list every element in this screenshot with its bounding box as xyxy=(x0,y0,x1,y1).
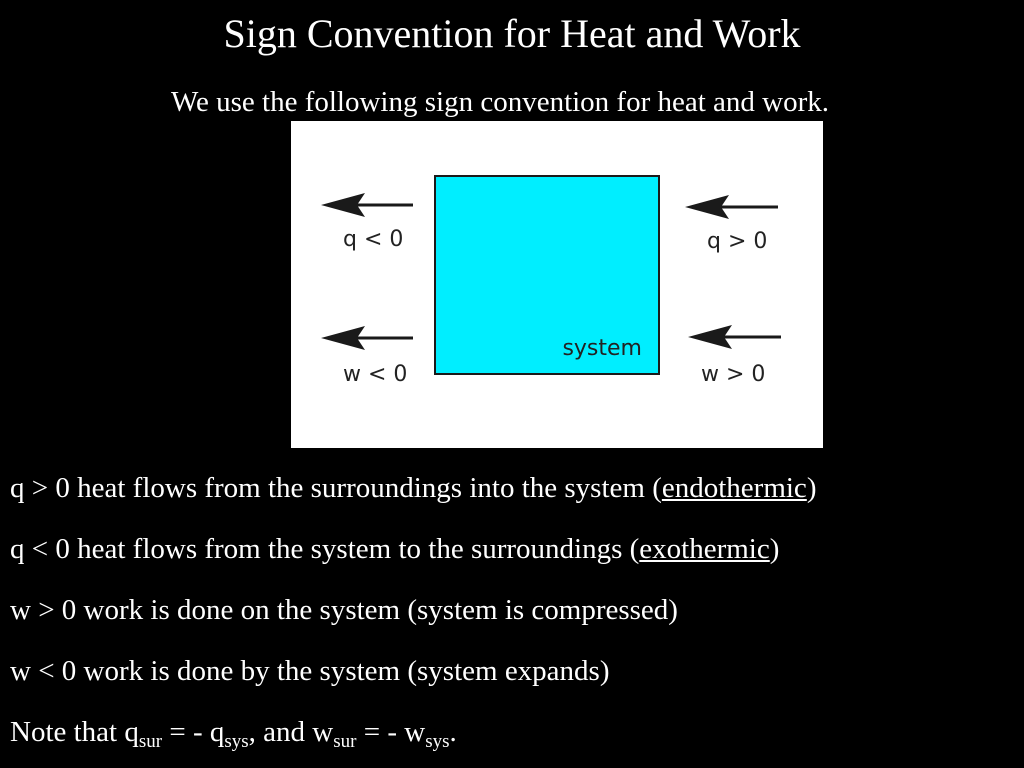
statement-text: q < 0 heat flows from the system to the … xyxy=(10,533,640,565)
sub-sur: sur xyxy=(138,731,163,752)
heat-in-arrow-icon xyxy=(685,195,778,219)
sub-sys: sys xyxy=(425,731,450,752)
statement-work-positive: w > 0 work is done on the system (system… xyxy=(10,594,678,626)
sub-sur: sur xyxy=(333,731,357,752)
work-in-arrow-icon xyxy=(688,325,781,349)
statement-heat-positive: q > 0 heat flows from the surroundings i… xyxy=(10,458,1020,519)
statement-list: q > 0 heat flows from the surroundings i… xyxy=(10,458,1020,763)
statement-tail: ) xyxy=(806,472,817,504)
statement-work-negative: w < 0 work is done by the system (system… xyxy=(10,655,610,687)
statement-tail: ) xyxy=(769,533,780,565)
heat-in-label: q > 0 xyxy=(707,229,768,254)
note-equation: Note that qsur = - qsys, and wsur = - ws… xyxy=(10,702,1020,763)
slide-title: Sign Convention for Heat and Work xyxy=(223,11,801,56)
statement-text: q > 0 heat flows from the surroundings i… xyxy=(10,472,662,504)
work-in-label: w > 0 xyxy=(701,362,766,387)
heat-out-label: q < 0 xyxy=(343,227,404,252)
arrows-layer xyxy=(321,193,781,350)
statement-heat-negative: q < 0 heat flows from the system to the … xyxy=(10,519,1020,580)
system-label: system xyxy=(562,336,642,361)
work-out-label: w < 0 xyxy=(343,362,408,387)
note-prefix: Note that q xyxy=(10,716,139,748)
note-mid: = - w xyxy=(356,716,426,748)
system-box: system xyxy=(434,175,660,375)
sign-convention-diagram: system q < 0 q > 0 w < 0 w > 0 xyxy=(291,121,823,448)
note-mid: = - q xyxy=(162,716,225,748)
note-mid: , and w xyxy=(248,716,334,748)
work-out-arrow-icon xyxy=(321,326,413,350)
note-end: . xyxy=(449,716,457,748)
heat-out-arrow-icon xyxy=(321,193,413,217)
sub-sys: sys xyxy=(224,731,249,752)
slide-subtitle: We use the following sign convention for… xyxy=(170,86,830,118)
exothermic-term: exothermic xyxy=(639,533,770,565)
endothermic-term: endothermic xyxy=(661,472,807,504)
